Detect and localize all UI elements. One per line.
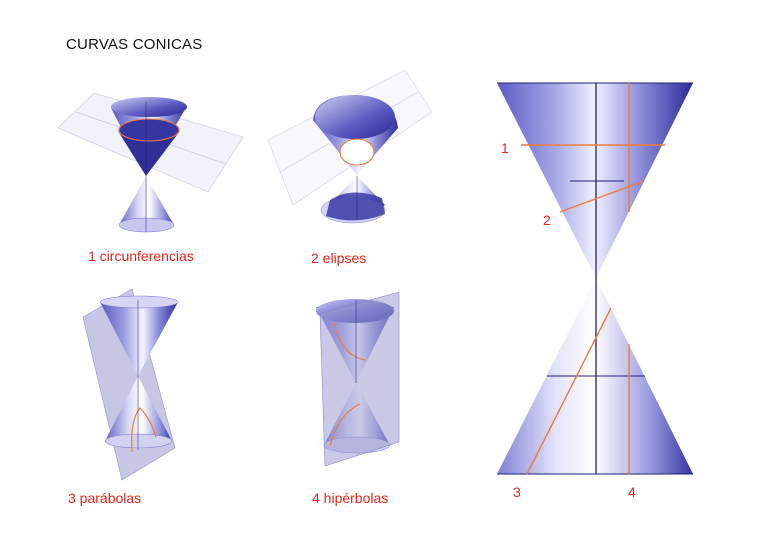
large-double-cone (497, 82, 693, 475)
section-line-3 (526, 307, 612, 475)
upper-cone-3 (100, 302, 178, 376)
figure-3-parabola-section (82, 288, 179, 481)
lower-cone-1 (119, 176, 174, 231)
label-2: 2 (543, 212, 551, 228)
figure-2-ellipse-section (267, 69, 433, 224)
caption-circunferencias: 1 circunferencias (88, 248, 194, 264)
label-3: 3 (513, 484, 521, 500)
hyperbola-section-lower (329, 403, 361, 447)
figure-4-hyperbola-section (316, 291, 400, 467)
figure-1-circle-section (57, 92, 244, 233)
label-4: 4 (628, 484, 636, 500)
label-1: 1 (501, 140, 509, 156)
page-title: CURVAS CONICAS (66, 36, 203, 53)
caption-parabolas: 3 parábolas (68, 490, 142, 506)
caption-hiperbolas: 4 hipérbolas (312, 490, 389, 506)
section-line-2 (559, 180, 645, 213)
hyperbola-section-upper (333, 322, 366, 361)
parabola-section (131, 407, 157, 453)
caption-elipses: 2 elipses (311, 250, 367, 266)
circle-section (118, 118, 180, 142)
ellipse-section (339, 138, 375, 166)
lower-cone-3 (105, 376, 172, 449)
